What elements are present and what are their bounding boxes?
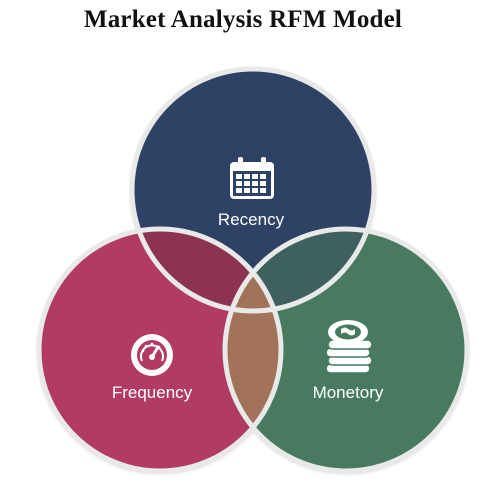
monetory-outline [222,226,470,474]
recency-frequency-overlap [132,229,281,311]
recency-label: Recency [218,210,285,229]
page-title: Market Analysis RFM Model [83,6,403,33]
recency-monetory-overlap [225,229,374,311]
monetory-label: Monetory [313,383,384,402]
frequency-label: Frequency [112,383,193,402]
calendar-icon [230,157,274,199]
speedometer-icon [131,334,173,376]
recency-outline [129,66,377,314]
frequency-outline [36,226,284,474]
coins-icon [325,320,373,374]
